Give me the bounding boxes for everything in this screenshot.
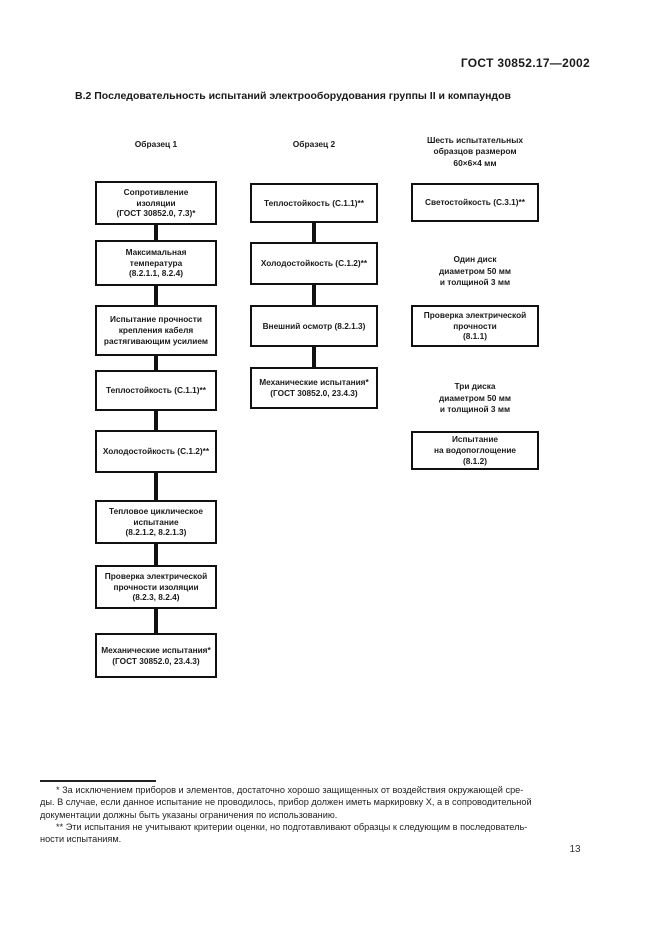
column-header-sample-1: Образец 1: [134, 139, 178, 149]
connector-line: [154, 224, 158, 241]
connector-line: [154, 285, 158, 306]
flow-box-dielectric-strength: Проверка электрической прочности (8.1.1): [411, 305, 539, 347]
flow-box-thermal-cycling: Тепловое циклическое испытание (8.2.1.2,…: [95, 500, 217, 544]
connector-line: [312, 346, 316, 368]
connector-line: [154, 543, 158, 566]
flow-box-mechanical-tests-2: Механические испытания* (ГОСТ 30852.0, 2…: [250, 367, 378, 409]
footnote-asterisk: * За исключением приборов и элементов, д…: [40, 785, 532, 820]
column-header-specimens: Шесть испытательных образцов размером 60…: [426, 135, 524, 168]
flow-box-dielectric-strength-insulation: Проверка электрической прочности изоляци…: [95, 565, 217, 609]
flow-box-heat-resistance: Теплостойкость (С.1.1)**: [95, 370, 217, 411]
section-title: В.2 Последовательность испытаний электро…: [75, 90, 511, 102]
flow-column-sample-2: Образец 2 Теплостойкость (С.1.1)** Холод…: [250, 0, 378, 720]
footnotes: * За исключением приборов и элементов, д…: [40, 784, 630, 846]
flow-box-visual-inspection: Внешний осмотр (8.2.1.3): [250, 305, 378, 347]
column-header-sample-2: Образец 2: [292, 139, 336, 149]
flow-box-cold-resistance: Холодостойкость (С.1.2)**: [95, 430, 217, 473]
connector-line: [154, 355, 158, 371]
flow-box-heat-resistance-2: Теплостойкость (С.1.1)**: [250, 183, 378, 223]
flow-box-cable-pull-test: Испытание прочности крепления кабеля рас…: [95, 305, 217, 356]
doc-number: ГОСТ 30852.17—2002: [460, 56, 590, 70]
footnote-rule: [40, 780, 156, 782]
connector-line: [312, 284, 316, 306]
connector-line: [154, 472, 158, 501]
flow-box-max-temperature: Максимальная температура (8.2.1.1, 8.2.4…: [95, 240, 217, 286]
flow-column-test-specimens: Шесть испытательных образцов размером 60…: [411, 0, 539, 720]
flow-box-cold-resistance-2: Холодостойкость (С.1.2)**: [250, 242, 378, 285]
flow-box-mechanical-tests-1: Механические испытания* (ГОСТ 30852.0, 2…: [95, 633, 217, 678]
connector-line: [154, 410, 158, 431]
flow-box-water-absorption: Испытание на водопоглощение (8.1.2): [411, 431, 539, 470]
connector-line: [312, 222, 316, 243]
flow-box-light-resistance: Светостойкость (С.3.1)**: [411, 183, 539, 222]
connector-line: [154, 608, 158, 634]
footnote-double-asterisk: ** Эти испытания не учитывают критерии о…: [40, 821, 528, 845]
flow-box-insulation-resistance: Сопротивление изоляции (ГОСТ 30852.0, 7.…: [95, 181, 217, 225]
flow-column-sample-1: Образец 1 Сопротивление изоляции (ГОСТ 3…: [95, 0, 217, 720]
flow-label-three-discs: Три диска диаметром 50 мм и толщиной 3 м…: [439, 381, 511, 415]
page-number: 13: [569, 844, 581, 855]
flow-label-one-disc: Один диск диаметром 50 мм и толщиной 3 м…: [439, 254, 511, 288]
